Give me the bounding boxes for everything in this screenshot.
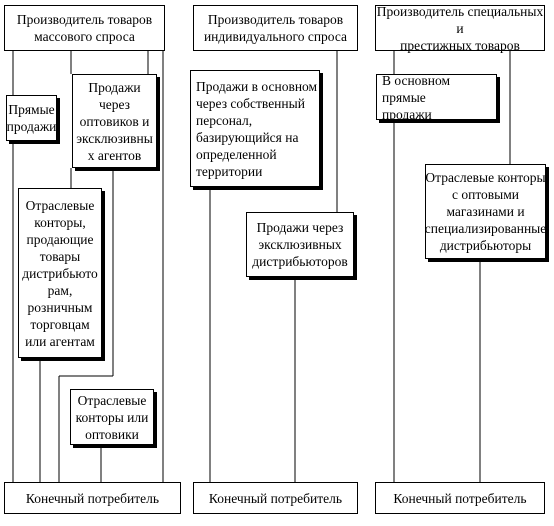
channel-branch-offices-specialized-distributors: Отраслевые конторы с оптовыми магазинами…: [425, 164, 546, 259]
channel-branch-offices-distributors: Отраслевые конторы, продающие товары дис…: [18, 188, 102, 358]
channel-branch-offices-wholesalers: Отраслевые конторы или оптовики: [70, 389, 154, 445]
channel-text: Отраслевые конторы или оптовики: [75, 392, 149, 442]
channel-direct-sales: Прямые продажи: [6, 95, 57, 141]
header-individual-demand-producer: Производитель товаров индивидуального сп…: [193, 5, 358, 51]
channel-exclusive-distributors: Продажи через эксклюзивных дистрибьюторо…: [246, 212, 354, 277]
header-text: Производитель товаров индивидуального сп…: [203, 12, 348, 44]
footer-text: Конечный потребитель: [25, 490, 160, 506]
channel-wholesalers-agents: Продажи через оптовиков и эксклюзивны х …: [72, 74, 157, 168]
footer-text: Конечный потребитель: [393, 490, 527, 506]
header-special-prestige-producer: Производитель специальных и престижных т…: [375, 3, 545, 53]
channel-text: Продажи в основном через собственный пер…: [196, 78, 318, 179]
footer-end-consumer: Конечный потребитель: [4, 482, 181, 514]
channel-mostly-direct-sales: В основном прямые продажи: [376, 72, 497, 122]
header-text: Производитель специальных и престижных т…: [376, 3, 544, 53]
channel-text: Продажи через эксклюзивных дистрибьюторо…: [252, 220, 348, 269]
channel-text: Продажи через оптовиков и эксклюзивны х …: [76, 79, 153, 163]
header-mass-demand-producer: Производитель товаров массового спроса: [4, 5, 165, 51]
channel-text: Прямые продажи: [6, 102, 57, 134]
footer-text: Конечный потребитель: [208, 490, 343, 506]
channel-text: Отраслевые конторы, продающие товары дис…: [22, 197, 98, 349]
header-text: Производитель товаров массового спроса: [16, 12, 153, 44]
channel-text: Отраслевые конторы с оптовыми магазинами…: [424, 170, 547, 253]
footer-end-consumer: Конечный потребитель: [193, 482, 358, 514]
channel-text: В основном прямые продажи: [382, 72, 451, 122]
footer-end-consumer: Конечный потребитель: [375, 482, 545, 514]
channel-own-personnel-sales: Продажи в основном через собственный пер…: [190, 70, 320, 187]
